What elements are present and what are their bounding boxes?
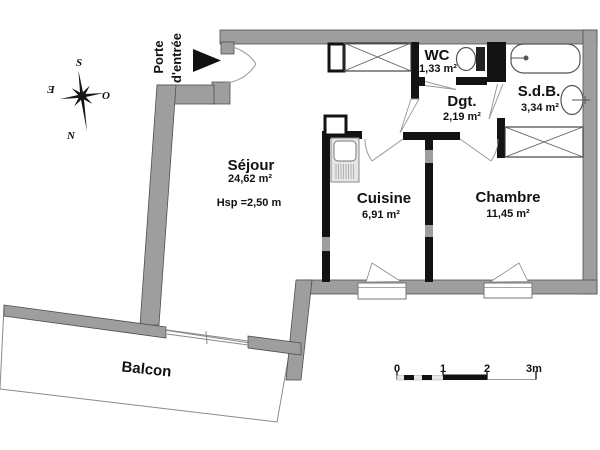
room-label-balcon: Balcon [121,358,173,380]
entry-door-swing [221,43,257,84]
wall-wc-left [411,42,419,80]
scale-tick-3m: 3m [526,363,542,375]
balcony-wall-right [247,335,302,356]
doors [221,43,504,162]
toilet-icon [455,46,485,72]
room-label-wc: WC [425,47,450,64]
windows [357,262,533,300]
entry-door-label: Porte d'entrée [151,33,184,83]
room-area-sejour: 24,62 m² [228,173,272,185]
scale-bar: 0 1 2 3m [394,363,542,381]
scale-tick-0: 0 [394,363,400,375]
scale-tick-2: 2 [484,363,490,375]
room-label-cuisine: Cuisine [357,190,411,207]
room-area-sdb: 3,34 m² [521,102,559,114]
wall-sejour-dgt-stub [411,86,419,99]
duct-kitchen [323,114,348,137]
kitchen-sink-icon [330,137,360,183]
wall-sejour-cuisine [322,135,330,282]
compass-west-label: O [102,90,110,102]
room-label-sdb: S.d.B. [518,83,561,100]
wall-top-left-stub [220,41,235,55]
wall-left-diagonal [139,84,177,326]
window-cuisine [357,262,407,300]
entry-label-line1: Porte [151,40,166,73]
compass-rose: S Ǝ O N [46,57,110,142]
room-area-cuisine: 6,91 m² [362,209,400,221]
entry-door-jamb [211,81,231,105]
room-area-dgt: 2,19 m² [443,111,481,123]
scale-tick-1: 1 [440,363,446,375]
window-chambre [483,262,533,299]
closet-chambre [504,126,584,158]
wall-wc-bottom-right [456,77,487,85]
room-area-chambre: 11,45 m² [486,208,530,220]
compass-east-label: Ǝ [46,84,55,96]
wc-door [424,81,457,90]
compass-north-label: N [66,130,76,142]
fixtures [330,43,590,183]
partition-gray-segments [322,150,433,251]
wall-dgt-bottom [403,132,460,140]
wall-sdb-left-lower [497,118,505,158]
duct-top [327,42,346,73]
wall-bottom [296,279,598,295]
sdb-door [488,83,504,120]
room-label-dgt: Dgt. [447,93,476,110]
balcony-bay-window [166,329,249,346]
ceiling-height-label: Hsp =2,50 m [217,197,282,209]
room-labels: Séjour 24,62 m² Hsp =2,50 m Cuisine 6,91… [121,47,561,381]
wall-wc-sdb [487,42,506,82]
sejour-dgt-door [399,98,420,134]
partition-walls [322,42,506,282]
room-label-chambre: Chambre [475,189,540,206]
wall-right [582,29,598,295]
closets [343,42,584,158]
wall-cuisine-chambre [425,140,433,282]
balcony-outline [0,305,291,423]
entry-arrow-icon [193,49,221,72]
balcony-wall-left [3,304,167,339]
chambre-door [459,138,499,162]
room-area-wc: 1,33 m² [419,63,457,75]
compass-south-label: S [76,57,82,69]
closet-sejour [343,42,412,72]
cuisine-door [364,138,404,162]
wall-wc-bottom-left [411,77,425,86]
room-label-sejour: Séjour [228,157,275,174]
sink-icon [560,84,590,116]
bathtub-icon [510,43,581,74]
entry-label-line2: d'entrée [169,33,184,83]
wall-top [219,29,598,45]
